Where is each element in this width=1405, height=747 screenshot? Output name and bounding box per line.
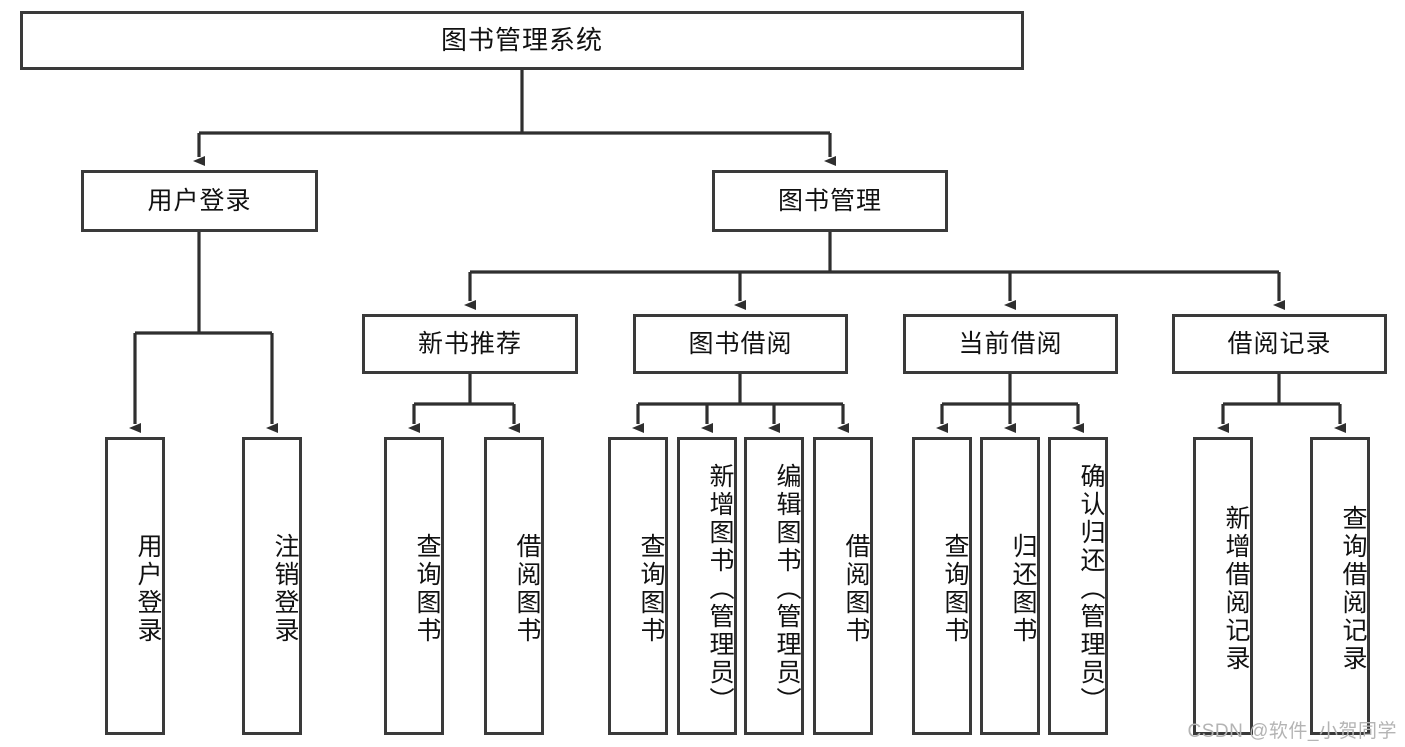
- node-leaf-query-book-2-label: 查询图书: [637, 533, 665, 645]
- node-leaf-user-logout[interactable]: 注销登录: [242, 437, 302, 735]
- node-book-borrow[interactable]: 图书借阅: [633, 314, 848, 374]
- node-borrow-record-label: 借阅记录: [1227, 330, 1332, 358]
- node-leaf-return-book-label: 归还图书: [1009, 533, 1037, 645]
- node-current-borrow[interactable]: 当前借阅: [903, 314, 1118, 374]
- node-leaf-query-book-2[interactable]: 查询图书: [608, 437, 668, 735]
- node-leaf-query-book-1-label: 查询图书: [413, 533, 441, 645]
- node-book-manage-label: 图书管理: [777, 187, 882, 215]
- node-borrow-record[interactable]: 借阅记录: [1172, 314, 1387, 374]
- node-leaf-add-book[interactable]: 新增图书（管理员）: [677, 437, 737, 735]
- node-leaf-query-book-3-label: 查询图书: [941, 533, 969, 645]
- node-new-book-recommend-label: 新书推荐: [417, 330, 522, 358]
- node-leaf-edit-book-label: 编辑图书（管理员）: [773, 463, 801, 715]
- node-new-book-recommend[interactable]: 新书推荐: [362, 314, 578, 374]
- node-leaf-confirm-return-label: 确认归还（管理员）: [1077, 463, 1105, 715]
- node-leaf-edit-book[interactable]: 编辑图书（管理员）: [744, 437, 804, 735]
- node-leaf-user-logout-label: 注销登录: [271, 533, 299, 645]
- node-leaf-user-login-label: 用户登录: [134, 533, 162, 645]
- node-root-label: 图书管理系统: [440, 24, 603, 55]
- node-leaf-user-login[interactable]: 用户登录: [105, 437, 165, 735]
- node-leaf-query-book-3[interactable]: 查询图书: [912, 437, 972, 735]
- node-leaf-query-record[interactable]: 查询借阅记录: [1310, 437, 1370, 735]
- node-leaf-borrow-book-1[interactable]: 借阅图书: [484, 437, 544, 735]
- watermark-text: CSDN @软件_小贺同学: [1187, 721, 1397, 742]
- node-leaf-borrow-book-2-label: 借阅图书: [842, 533, 870, 645]
- node-book-manage[interactable]: 图书管理: [712, 170, 948, 232]
- node-leaf-borrow-book-1-label: 借阅图书: [513, 533, 541, 645]
- node-leaf-add-book-label: 新增图书（管理员）: [706, 463, 734, 715]
- node-book-borrow-label: 图书借阅: [688, 330, 793, 358]
- node-leaf-return-book[interactable]: 归还图书: [980, 437, 1040, 735]
- node-leaf-add-record-label: 新增借阅记录: [1222, 505, 1250, 673]
- node-user-login[interactable]: 用户登录: [81, 170, 318, 232]
- node-leaf-borrow-book-2[interactable]: 借阅图书: [813, 437, 873, 735]
- node-root[interactable]: 图书管理系统: [20, 11, 1024, 70]
- node-leaf-query-book-1[interactable]: 查询图书: [384, 437, 444, 735]
- node-leaf-confirm-return[interactable]: 确认归还（管理员）: [1048, 437, 1108, 735]
- node-user-login-label: 用户登录: [147, 187, 252, 215]
- node-leaf-query-record-label: 查询借阅记录: [1339, 505, 1367, 673]
- node-current-borrow-label: 当前借阅: [958, 330, 1063, 358]
- node-leaf-add-record[interactable]: 新增借阅记录: [1193, 437, 1253, 735]
